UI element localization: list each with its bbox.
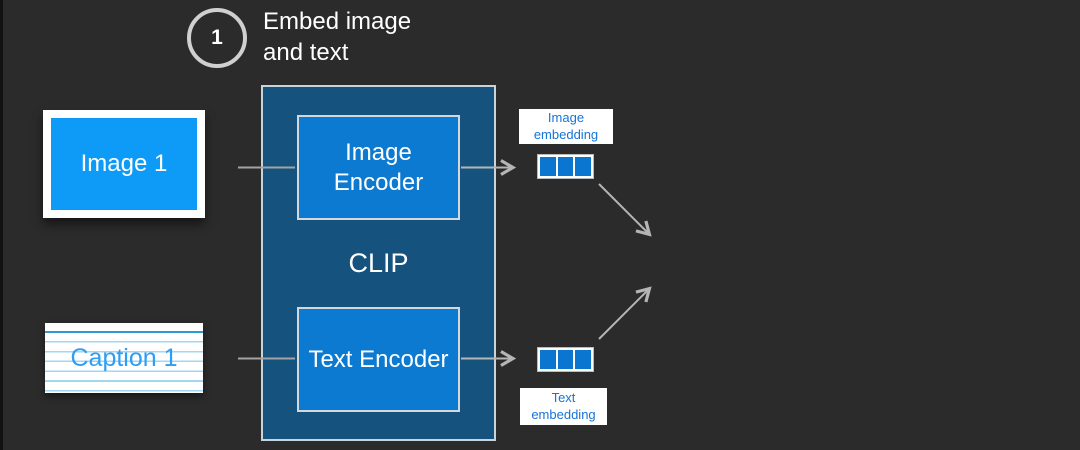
clip-container: Image Encoder CLIP Text Encoder — [261, 85, 496, 441]
caption-1-label: Caption 1 — [70, 343, 178, 372]
image-1-card: Image 1 — [43, 110, 205, 218]
arrow-image-embedding-converge — [598, 183, 652, 237]
image-1-thumbnail: Image 1 — [51, 118, 197, 210]
embedding-cell — [557, 350, 574, 369]
image-1-label: Image 1 — [80, 150, 168, 177]
caption-1-card: Caption 1 — [45, 323, 203, 393]
embedding-cell — [557, 157, 574, 176]
image-embedding-label: Image embedding — [519, 109, 613, 144]
step-number: 1 — [211, 26, 223, 49]
text-embedding-label: Text embedding — [520, 388, 607, 425]
clip-title: CLIP — [348, 248, 409, 278]
embedding-cell — [540, 350, 556, 369]
image-encoder-label: Image Encoder — [333, 138, 424, 196]
text-embedding-label-text: Text embedding — [531, 390, 596, 422]
embedding-cell — [540, 157, 556, 176]
step-1-badge: 1 — [187, 8, 247, 68]
embedding-cell — [575, 350, 592, 369]
ruled-paper-topline — [45, 331, 203, 333]
text-encoder-label: Text Encoder — [308, 345, 449, 373]
image-embedding-vector — [537, 154, 594, 179]
step-title: Embed image and text — [263, 8, 412, 66]
image-encoder-box: Image Encoder — [297, 115, 460, 220]
image-embedding-label-text: Image embedding — [533, 110, 599, 142]
embedding-cell — [575, 157, 592, 176]
arrow-text-embedding-converge — [598, 286, 652, 340]
text-embedding-vector — [537, 347, 594, 372]
text-encoder-box: Text Encoder — [297, 307, 460, 412]
left-edge-strip — [0, 0, 3, 450]
